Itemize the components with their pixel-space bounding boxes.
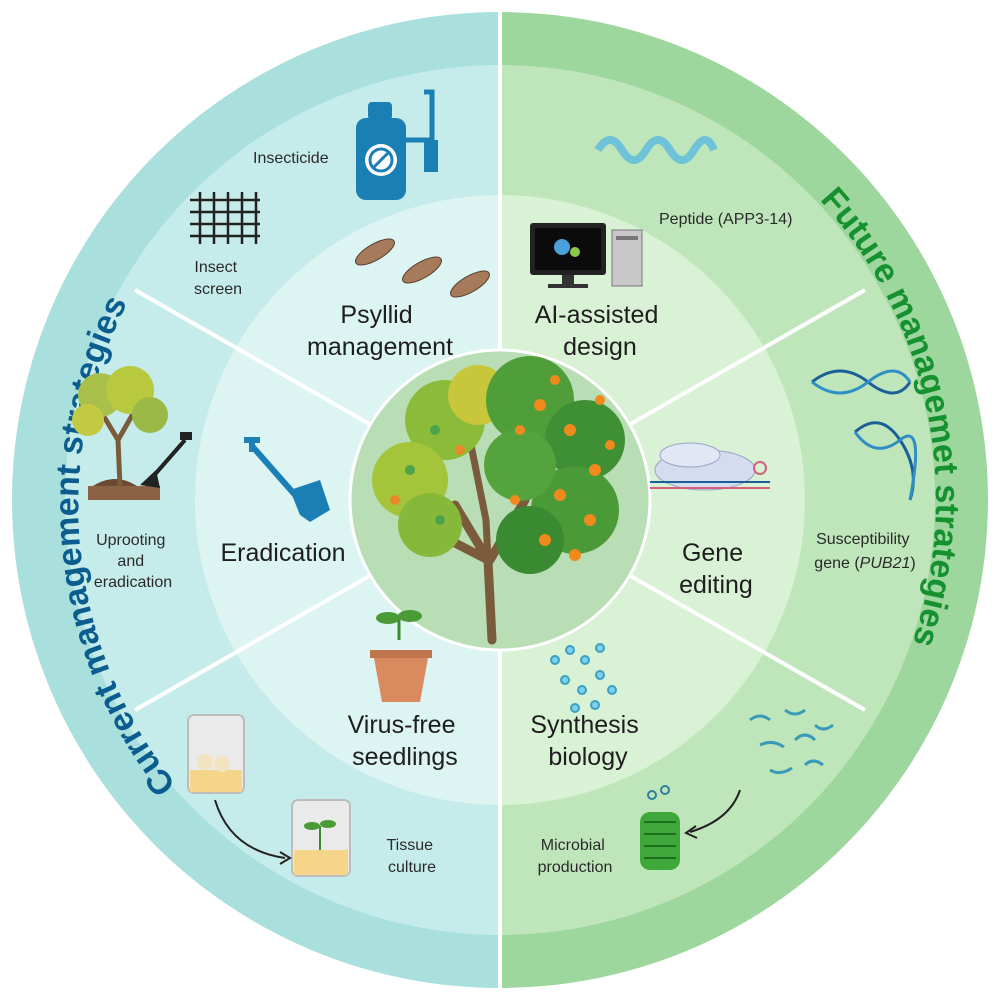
susceptibility-gene-label: Susceptibility gene (PUB21) (814, 531, 915, 572)
ai-assisted-design-label: AI-assisted design (535, 301, 666, 361)
insect-screen-label: Insect screen (194, 259, 242, 298)
gene-editing-label: Gene editing (679, 539, 753, 599)
molecule-icon (550, 643, 617, 713)
eradication-section: Uprooting and eradication Eradication (72, 366, 346, 591)
peptide-helix-icon (594, 136, 718, 164)
tissue-culture-label: Tissue culture (387, 837, 438, 876)
section-dividers (134, 10, 866, 990)
ai-design-section: Peptide (APP3-14) AI-assisted design (530, 136, 792, 361)
future-inner-ring (500, 195, 805, 805)
uprooting-eradication-label: Uprooting and eradication (94, 532, 172, 591)
gene-editing-section: Susceptibility gene (PUB21) Gene editing (650, 369, 918, 599)
psyllid-management-section: Insecticide Insect screen Psyllid manage… (190, 89, 490, 361)
peptide-label: Peptide (APP3-14) (659, 211, 792, 228)
psyllid-insect-icon (355, 238, 490, 298)
citrus-tree-icon (348, 348, 652, 652)
shovel-icon (244, 437, 330, 522)
sprayer-icon (356, 89, 438, 200)
crispr-cas-icon (650, 442, 770, 491)
protein-structure-icon (640, 785, 680, 870)
computer-icon (530, 223, 643, 288)
synthesis-biology-section: Synthesis biology Microbial production (530, 643, 834, 876)
culture-jar-icon (187, 714, 351, 877)
synthesis-biology-label: Synthesis biology (530, 711, 645, 771)
uprooted-tree-icon (72, 366, 192, 500)
insect-net-icon (190, 192, 260, 244)
bacteria-cluster-icon (749, 708, 834, 775)
seedlings-section: Tissue culture Virus-free seedlings (187, 610, 463, 877)
potted-seedling-icon (370, 610, 432, 702)
dna-icon (811, 369, 918, 501)
eradication-label: Eradication (220, 539, 345, 567)
production-arrow-icon (689, 789, 741, 833)
virus-free-seedlings-label: Virus-free seedlings (348, 711, 463, 771)
microbial-production-label: Microbial production (538, 837, 613, 876)
psyllid-management-label: Psyllid management (307, 301, 453, 361)
insecticide-label: Insecticide (253, 150, 329, 167)
